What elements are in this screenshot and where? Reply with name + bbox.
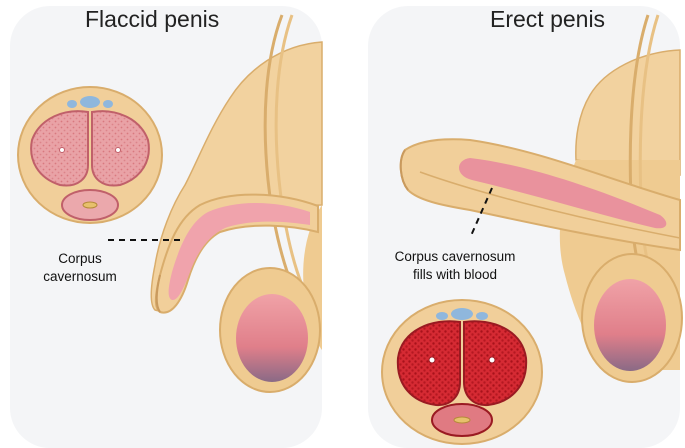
flaccid-cross-section: [18, 87, 162, 223]
flaccid-callout-line2: cavernosum: [30, 268, 130, 286]
erect-cross-section: [382, 300, 542, 444]
erect-callout-line1: Corpus cavernosum: [380, 248, 530, 266]
erect-title: Erect penis: [490, 6, 605, 33]
flaccid-callout: Corpus cavernosum: [30, 250, 130, 286]
flaccid-title: Flaccid penis: [85, 6, 219, 33]
erect-callout: Corpus cavernosum fills with blood: [380, 248, 530, 284]
erect-callout-line2: fills with blood: [380, 266, 530, 284]
flaccid-callout-line1: Corpus: [30, 250, 130, 268]
flaccid-scrotum: [220, 268, 320, 392]
erect-scrotum: [582, 254, 682, 382]
